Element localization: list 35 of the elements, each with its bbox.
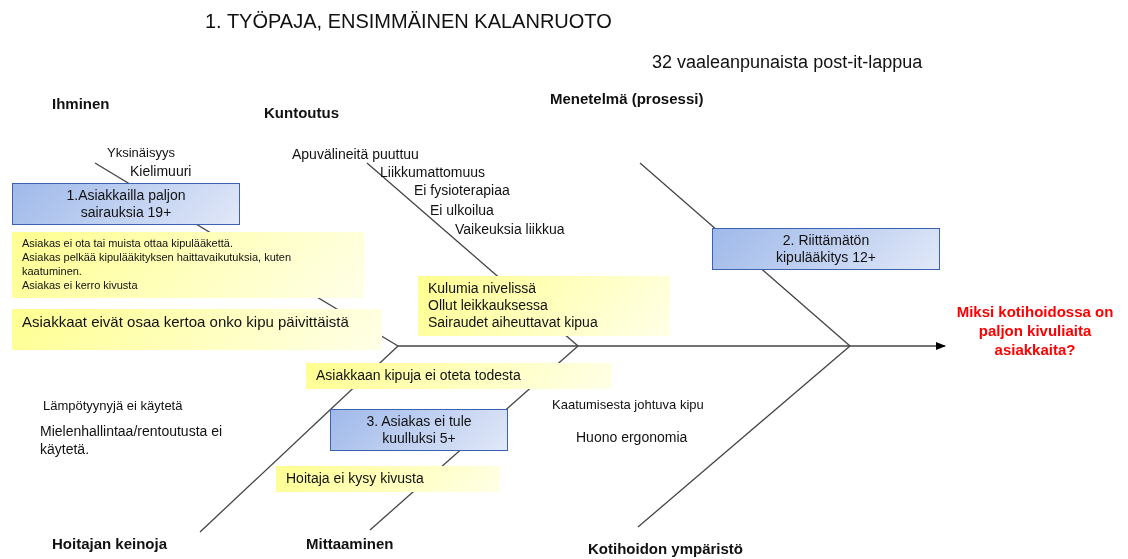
cause-text: Vaikeuksia liikkua [455,221,565,237]
note-text: Ollut leikkauksessa [428,297,549,314]
effect-text: Miksi kotihoidossa on paljon kivuliaita asiakkaita? [945,302,1125,362]
problem-box: 2. Riittämätön kipulääkitys 12+ [712,228,940,270]
title: 1. TYÖPAJA, ENSIMMÄINEN KALANRUOTO [205,10,612,33]
note-text: Sairaudet aiheuttavat kipua [428,314,599,331]
cause-text: Kaatumisesta johtuva kipu [552,397,704,412]
note-box: Asiakkaan kipuja ei oteta todesta [306,363,612,389]
note-box [12,232,364,298]
note-text: Asiakas ei kerro kivusta [22,278,139,292]
cause-text: Liikkumattomuus [380,164,486,180]
cause-text: Yksinäisyys [107,145,175,160]
problem-box: 3. Asiakas ei tule kuulluksi 5+ [330,409,508,451]
spine-arrow [397,342,946,350]
cause-text: Apuvälineitä puuttuu [292,146,419,162]
note-box: Asiakkaat eivät osaa kertoa onko kipu päivittäistä [12,309,382,350]
cause-text: Lämpötyynyjä ei käytetä [43,398,183,413]
category-heading: Mittaaminen [306,535,394,552]
problem-box: 1.Asiakkailla paljon sairauksia 19+ [12,183,240,225]
note-text: Asiakas pelkää kipulääkityksen haittavaikutuksia, kuten kaatuminen. [22,250,293,278]
note-text: Asiakas ei ota tai muista ottaa kipulääkettä. [22,236,234,250]
cause-text: Ei fysioterapiaa [414,182,510,198]
category-heading: Menetelmä (prosessi) [550,90,704,107]
category-heading: Kuntoutus [264,104,339,121]
cause-text: Huono ergonomia [576,429,688,445]
category-heading: Hoitajan keinoja [52,535,168,552]
note-box: Hoitaja ei kysy kivusta [276,466,500,492]
category-heading: Kotihoidon ympäristö [588,540,743,557]
note-text: 32 vaaleanpunaista post-it-lappua [652,52,923,73]
cause-text: Mielenhallintaa/rentoutusta ei käytetä. [40,422,224,458]
cause-text: Ei ulkoilua [430,202,494,218]
category-heading: Ihminen [52,95,110,112]
cause-text: Kielimuuri [130,163,192,179]
note-text: Kulumia nivelissä [428,280,538,297]
note-box [418,276,670,336]
